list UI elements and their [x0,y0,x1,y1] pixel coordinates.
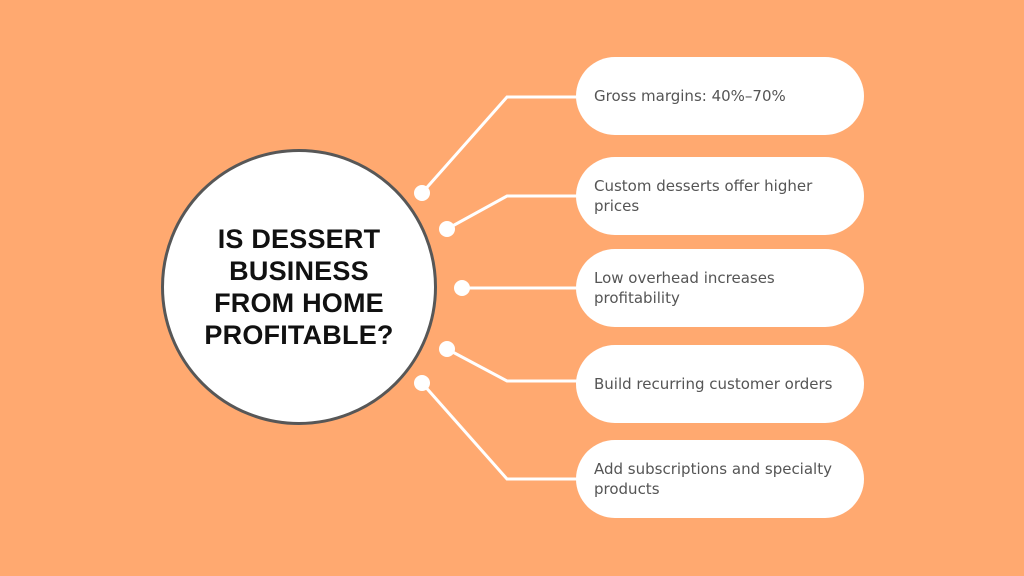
central-question-circle: IS DESSERT BUSINESS FROM HOME PROFITABLE… [161,149,437,425]
point-pill-gross-margins: Gross margins: 40%–70% [576,57,864,135]
point-text: Gross margins: 40%–70% [594,87,786,105]
connector-dot-3 [454,280,470,296]
connector-dot-5 [414,375,430,391]
point-pill-custom-desserts: Custom desserts offer higher prices [576,157,864,235]
point-pill-subscriptions: Add subscriptions and specialty products [576,440,864,518]
point-text: Custom desserts offer higher prices [594,177,813,215]
connector-dot-1 [414,185,430,201]
central-question-title: IS DESSERT BUSINESS FROM HOME PROFITABLE… [204,224,394,350]
connector-dot-4 [439,341,455,357]
point-text: Add subscriptions and specialty products [594,460,832,498]
point-pill-low-overhead: Low overhead increases profitability [576,249,864,327]
connector-line-4 [445,347,578,383]
connector-line-1 [420,95,578,195]
point-text: Build recurring customer orders [594,375,833,393]
connector-dot-2 [439,221,455,237]
point-text: Low overhead increases profitability [594,269,775,307]
connector-line-5 [420,381,578,481]
point-pill-recurring-orders: Build recurring customer orders [576,345,864,423]
connector-line-2 [445,194,578,231]
